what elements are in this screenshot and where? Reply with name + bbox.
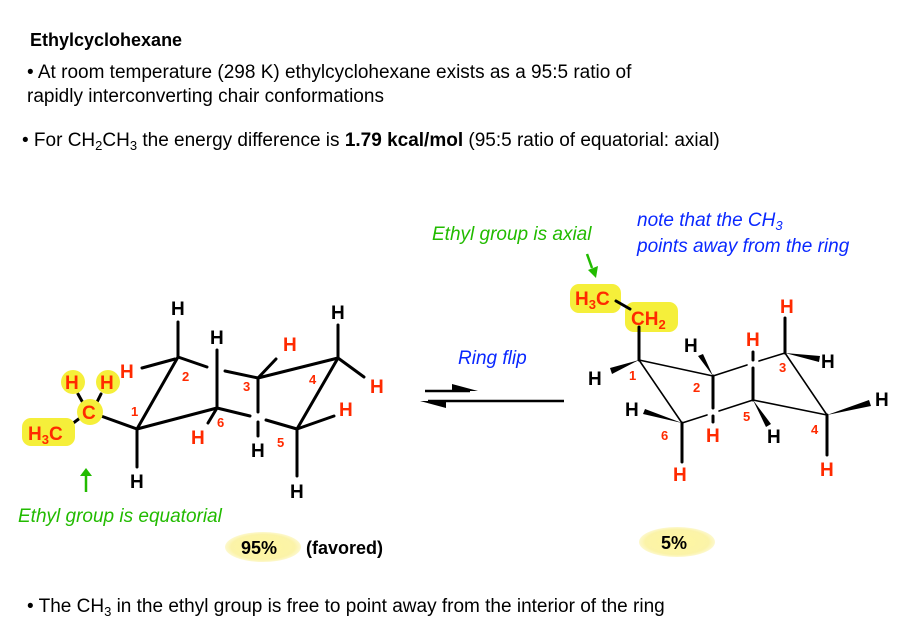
h-atom: H bbox=[746, 330, 760, 351]
h-atom: H bbox=[130, 472, 144, 493]
ring-number: 3 bbox=[243, 379, 250, 394]
text: • The CH bbox=[27, 596, 105, 617]
h-atom: H bbox=[780, 297, 794, 318]
axial-chair bbox=[610, 299, 871, 464]
axial-percent: 5% bbox=[661, 533, 687, 553]
text: in the ethyl group is free to point away… bbox=[111, 596, 665, 617]
green-up-arrow-icon bbox=[80, 468, 92, 492]
ring-number: 3 bbox=[779, 360, 786, 375]
axial-label: Ethyl group is axial bbox=[432, 224, 592, 245]
subscript: 2 bbox=[95, 138, 103, 153]
h-atom: H bbox=[283, 335, 297, 356]
note-line-2: points away from the ring bbox=[636, 236, 850, 257]
equilibrium-arrows-icon bbox=[420, 384, 564, 408]
ethyl-h: H bbox=[100, 373, 114, 394]
bullet-1-line-2: rapidly interconverting chair conformati… bbox=[27, 86, 384, 107]
ring-number: 6 bbox=[661, 428, 668, 443]
h-atom: H bbox=[767, 427, 781, 448]
percent-highlight bbox=[639, 527, 715, 557]
ring-number: 2 bbox=[693, 380, 700, 395]
energy-value: 1.79 kcal/mol bbox=[344, 130, 464, 151]
h-atom: H bbox=[191, 428, 205, 449]
h-atom: H bbox=[875, 390, 889, 411]
h-atom: H bbox=[684, 336, 698, 357]
methyl-group: H3C bbox=[28, 424, 63, 447]
h-atom: H bbox=[821, 352, 835, 373]
bullet-3: • The CH3 in the ethyl group is free to … bbox=[27, 596, 665, 618]
equatorial-label: Ethyl group is equatorial bbox=[18, 506, 223, 527]
h-atom: H bbox=[820, 460, 834, 481]
favored-label: (favored) bbox=[306, 538, 383, 558]
ethyl-highlights bbox=[570, 284, 678, 332]
ring-number: 6 bbox=[217, 415, 224, 430]
h-atom: H bbox=[625, 400, 639, 421]
h-atom: H bbox=[290, 482, 304, 503]
ring-number: 1 bbox=[629, 368, 636, 383]
text: the energy difference is bbox=[137, 130, 345, 151]
h-atom: H bbox=[120, 362, 134, 383]
text: CH bbox=[102, 130, 130, 151]
ethyl-carbon: C bbox=[82, 403, 96, 424]
bullet-2: • For CH2CH3 the energy difference is 1.… bbox=[22, 130, 720, 152]
ring-flip-label: Ring flip bbox=[458, 348, 527, 369]
h-atom: H bbox=[251, 441, 265, 462]
percent-highlight bbox=[225, 532, 301, 562]
h-atom: H bbox=[370, 377, 384, 398]
equatorial-percent: 95% bbox=[241, 538, 277, 558]
ring-number: 4 bbox=[309, 372, 317, 387]
bullet-1-line-1: • At room temperature (298 K) ethylcyclo… bbox=[27, 62, 632, 83]
text: (95:5 ratio of equatorial: axial) bbox=[463, 130, 720, 151]
h-atom: H bbox=[210, 328, 224, 349]
ethyl-h: H bbox=[65, 373, 79, 394]
note-line-1: note that the CH3 bbox=[637, 210, 783, 233]
h-atom: H bbox=[706, 426, 720, 447]
text: • For CH bbox=[22, 130, 96, 151]
ring-number: 4 bbox=[811, 422, 819, 437]
ring-number: 1 bbox=[131, 404, 138, 419]
methylene-group: CH2 bbox=[631, 309, 666, 332]
ring-number: 2 bbox=[182, 369, 189, 384]
equatorial-chair bbox=[70, 320, 366, 478]
h-atom: H bbox=[588, 369, 602, 390]
subscript: 3 bbox=[104, 604, 112, 619]
h-atom: H bbox=[171, 299, 185, 320]
ethyl-highlights bbox=[22, 370, 120, 446]
h-atom: H bbox=[673, 465, 687, 486]
green-down-arrow-icon bbox=[585, 253, 598, 278]
page-title: Ethylcyclohexane bbox=[30, 30, 183, 50]
ring-number: 5 bbox=[277, 435, 284, 450]
h-atom: H bbox=[331, 303, 345, 324]
subscript: 3 bbox=[129, 138, 138, 153]
h-atom: H bbox=[339, 400, 353, 421]
ring-number: 5 bbox=[743, 409, 750, 424]
methyl-group: H3C bbox=[575, 289, 610, 312]
